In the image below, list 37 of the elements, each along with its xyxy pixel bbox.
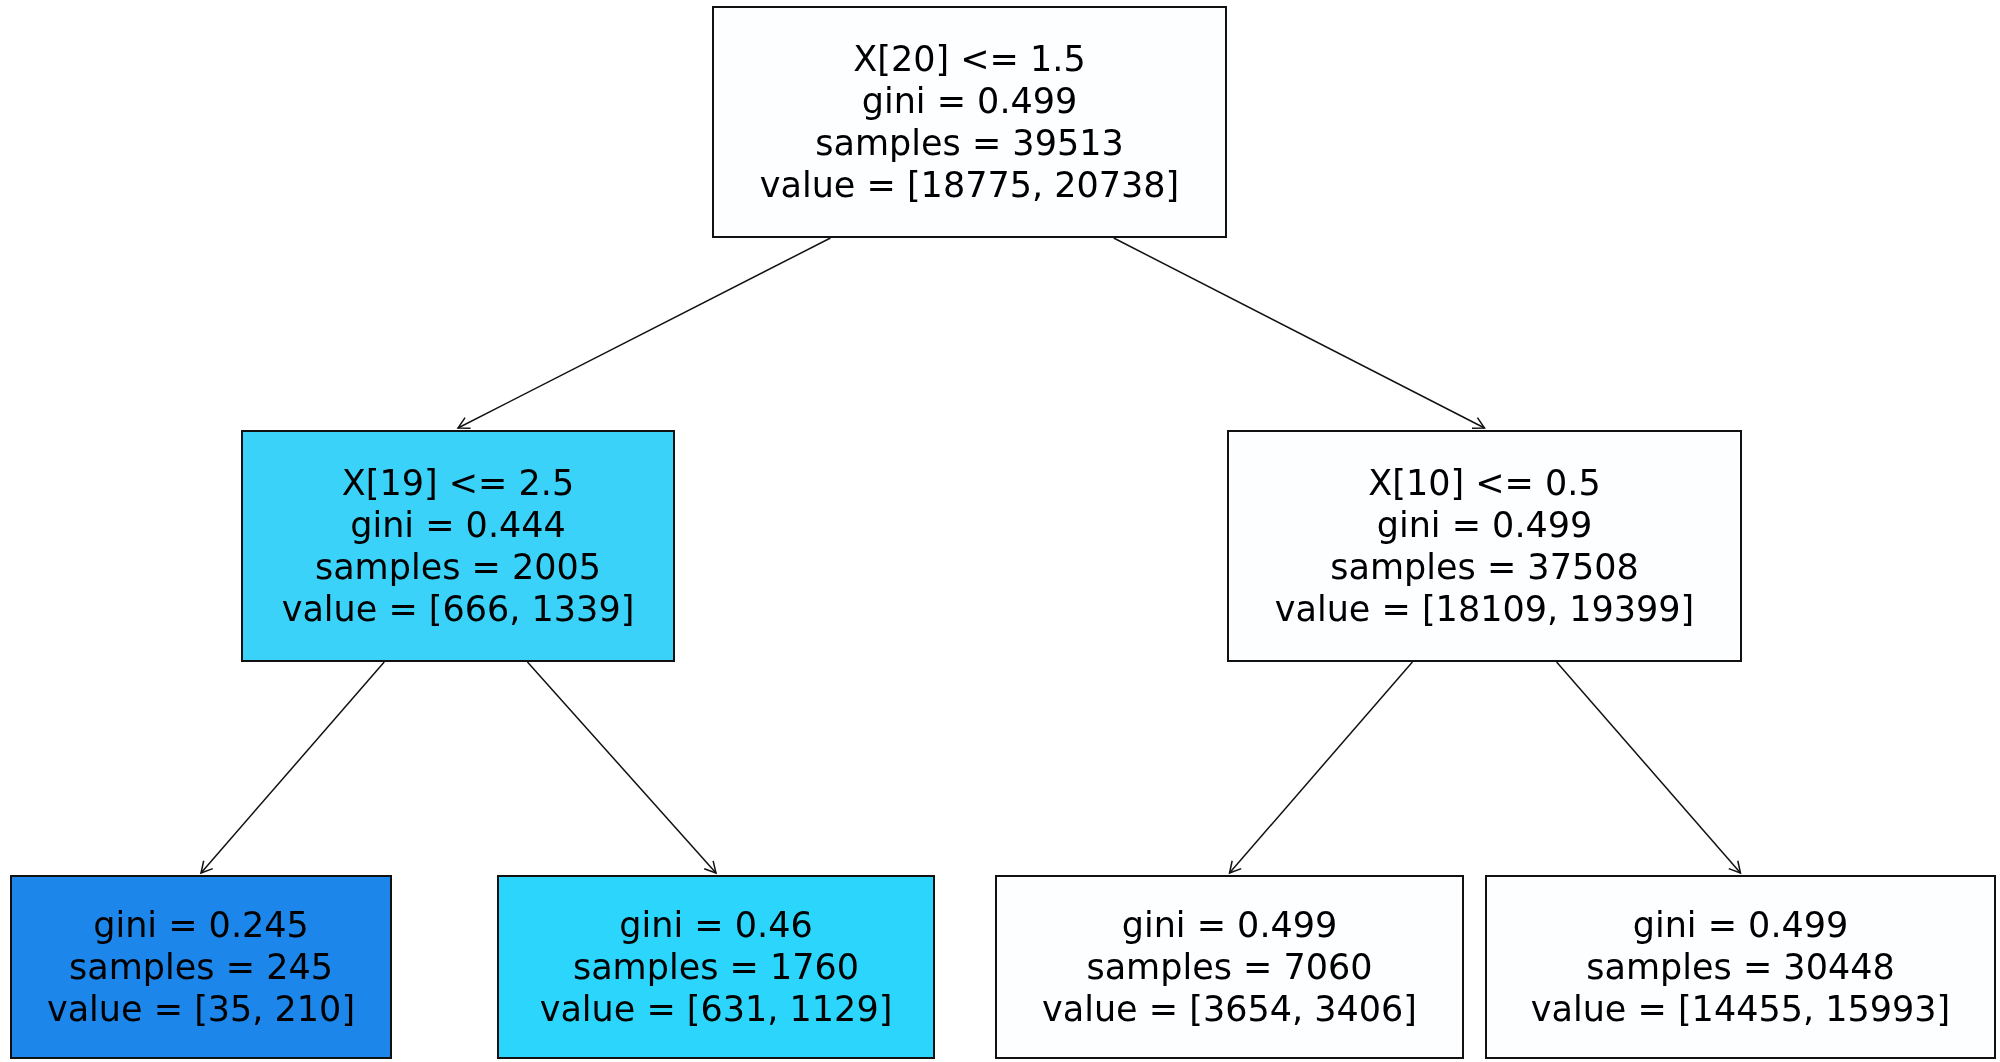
node-text: gini = 0.499 <box>861 80 1078 122</box>
node-text: samples = 245 <box>69 946 333 988</box>
node-text: value = [3654, 3406] <box>1042 988 1417 1030</box>
node-text: gini = 0.245 <box>93 904 309 946</box>
node-text: value = [18109, 19399] <box>1274 588 1695 630</box>
arrow <box>457 237 832 430</box>
node-text: value = [631, 1129] <box>539 988 893 1030</box>
node-text: value = [18775, 20738] <box>759 164 1180 206</box>
tree-node-box <box>712 6 1227 238</box>
node-text: value = [14455, 15993] <box>1530 988 1951 1030</box>
arrow <box>1555 661 1742 874</box>
node-text: value = [35, 210] <box>46 988 356 1030</box>
arrow <box>200 661 385 874</box>
tree-node-box <box>1227 430 1742 662</box>
node-text: X[20] <= 1.5 <box>853 38 1086 80</box>
arrow <box>1228 661 1414 874</box>
node-text: gini = 0.46 <box>619 904 813 946</box>
tree-node-box <box>1485 875 1996 1059</box>
arrow <box>1112 237 1486 430</box>
node-text: gini = 0.499 <box>1376 504 1593 546</box>
node-text: samples = 37508 <box>1330 546 1639 588</box>
node-text: value = [666, 1339] <box>281 588 635 630</box>
node-text: X[19] <= 2.5 <box>341 462 575 504</box>
node-text: gini = 0.499 <box>1121 904 1338 946</box>
node-text: samples = 2005 <box>314 546 602 588</box>
node-text: gini = 0.499 <box>1632 904 1849 946</box>
node-text: X[10] <= 0.5 <box>1368 462 1601 504</box>
node-text: samples = 7060 <box>1086 946 1373 988</box>
arrow <box>526 661 717 874</box>
tree-node-box <box>995 875 1464 1059</box>
node-text: samples = 39513 <box>815 122 1124 164</box>
node-text: samples = 1760 <box>572 946 860 988</box>
tree-node-box <box>10 875 392 1059</box>
tree-node-box <box>497 875 935 1059</box>
node-text: gini = 0.444 <box>350 504 566 546</box>
tree-node-box <box>241 430 675 662</box>
node-text: samples = 30448 <box>1586 946 1895 988</box>
